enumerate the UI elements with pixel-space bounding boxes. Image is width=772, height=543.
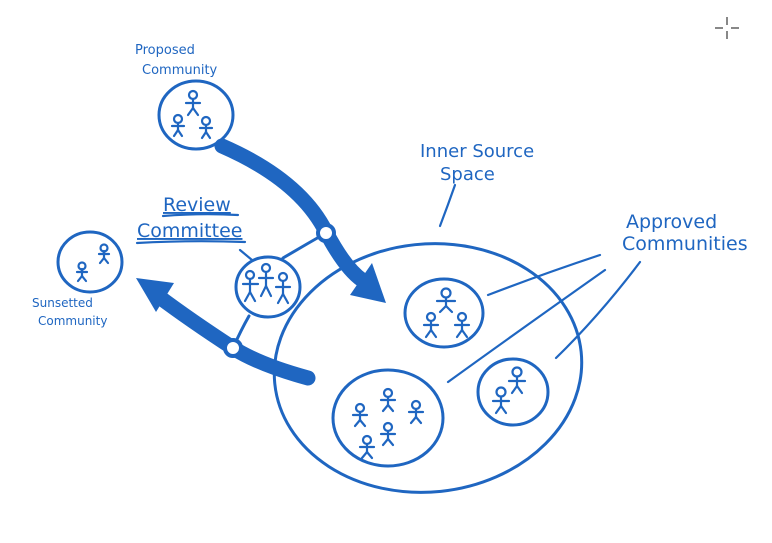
crosshair-cursor-icon bbox=[715, 17, 739, 39]
stick-figure-icon bbox=[351, 402, 369, 428]
approved-label-line2: Communities bbox=[622, 233, 748, 255]
approval-arrow-shaft bbox=[214, 138, 370, 288]
approval-arrowhead bbox=[350, 263, 386, 303]
review-committee bbox=[234, 255, 302, 319]
proposed-community bbox=[157, 79, 235, 151]
approved-pointer-2 bbox=[446, 268, 607, 384]
stick-figure-icon bbox=[170, 113, 186, 138]
review-underline-1 bbox=[161, 213, 240, 218]
stick-figure-icon bbox=[507, 366, 527, 395]
stick-figure-icon bbox=[379, 421, 397, 447]
proposed-label-line1: Proposed bbox=[135, 43, 195, 58]
sunsetted-community bbox=[56, 230, 124, 294]
sunsetted-label-line2: Community bbox=[38, 314, 107, 328]
stick-figure-icon bbox=[257, 262, 275, 298]
stick-figure-icon bbox=[491, 386, 511, 415]
innersource-label-line2: Space bbox=[440, 164, 495, 185]
stick-figure-icon bbox=[184, 89, 202, 117]
stick-figure-icon bbox=[422, 311, 440, 339]
innersource-space-ellipse bbox=[272, 242, 584, 494]
approved-label-line1: Approved bbox=[626, 211, 717, 233]
approved-community-top bbox=[403, 277, 485, 349]
approved-community-right bbox=[476, 357, 550, 427]
stick-figure-icon bbox=[75, 261, 89, 283]
stick-figure-icon bbox=[358, 434, 376, 460]
stick-figure-icon bbox=[453, 311, 471, 339]
stick-figure-icon bbox=[435, 287, 457, 314]
stick-figure-icon bbox=[198, 115, 214, 140]
stick-figure-icon bbox=[274, 271, 292, 305]
approved-community-large bbox=[331, 368, 445, 468]
proposed-label-line2: Community bbox=[142, 63, 218, 78]
review-label-pointer bbox=[238, 248, 254, 262]
sunset-arrowhead bbox=[136, 278, 174, 312]
sunset-junction-node bbox=[223, 338, 243, 358]
approved-pointer-1 bbox=[486, 253, 602, 297]
stick-figure-icon bbox=[379, 387, 397, 413]
review-label-line2: Committee bbox=[137, 220, 242, 242]
approval-junction-node bbox=[316, 223, 336, 243]
approved-pointer-3 bbox=[554, 260, 642, 360]
innersource-pointer bbox=[438, 183, 457, 228]
review-underline-2 bbox=[135, 240, 247, 245]
sunset-arrow-shaft bbox=[150, 288, 316, 386]
stick-figure-icon bbox=[241, 269, 260, 303]
stick-figure-icon bbox=[407, 399, 425, 425]
stick-figure-icon bbox=[97, 243, 111, 265]
innersource-label-line1: Inner Source bbox=[420, 141, 534, 162]
review-label-line1: Review bbox=[163, 194, 231, 216]
sunsetted-label-line1: Sunsetted bbox=[32, 296, 93, 310]
